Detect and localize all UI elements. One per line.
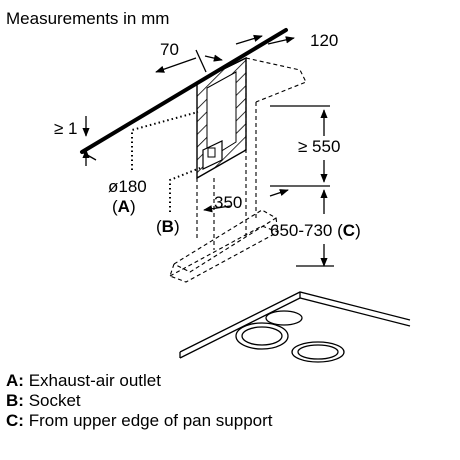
legend-item-b: B: Socket [6, 391, 81, 410]
legend-key-a: A: [6, 371, 24, 390]
socket-box [202, 140, 223, 170]
dimension-label-depth-front: 70 [160, 40, 179, 59]
dimension-depth-front: 70 [155, 40, 223, 73]
dimension-depth-rear: 120 [235, 31, 338, 50]
hood-canopy-dashed [169, 209, 280, 283]
ceiling-edge-return [81, 151, 97, 161]
socket-line-path [169, 167, 201, 212]
pipe-diameter-label: ø180 [108, 177, 147, 196]
legend-text-a: Exhaust-air outlet [29, 371, 162, 390]
legend: A: Exhaust-air outlet B: Socket C: From … [6, 371, 273, 430]
dimension-label-width: 350 [214, 193, 242, 212]
dimension-hood-height: 650-730 (C) [270, 189, 361, 267]
dimension-label-min-height: ≥ 550 [298, 137, 340, 156]
legend-item-c: C: From upper edge of pan support [6, 411, 273, 430]
dimension-width: 350 [203, 189, 289, 213]
marker-a-label: (A) [112, 197, 136, 216]
exhaust-pipe-path [131, 111, 199, 170]
legend-key-c: C: [6, 411, 24, 430]
marker-b: B [162, 217, 174, 236]
burner-front-right [291, 341, 345, 363]
diagram-title: Measurements in mm [6, 9, 169, 28]
marker-c: C [343, 221, 355, 240]
ceiling-edge [80, 28, 288, 154]
dimension-label-hood-height: 650-730 (C) [270, 221, 361, 240]
legend-key-b: B: [6, 391, 24, 410]
dimension-min-height: ≥ 550 [270, 105, 340, 187]
legend-text-b: Socket [29, 391, 81, 410]
marker-b-label: (B) [156, 217, 180, 236]
marker-a: A [118, 197, 130, 216]
legend-item-a: A: Exhaust-air outlet [6, 371, 161, 390]
cooktop [179, 291, 411, 363]
dimension-label-min-gap: ≥ 1 [54, 119, 78, 138]
legend-text-c: From upper edge of pan support [29, 411, 273, 430]
burner-front-left [235, 322, 289, 350]
dimension-min-gap: ≥ 1 [54, 116, 90, 166]
burner-rear [265, 310, 303, 326]
chimney-outline-dashed [196, 57, 307, 250]
dimension-label-depth-rear: 120 [310, 31, 338, 50]
hood-height-value: 650-730 [270, 221, 332, 240]
